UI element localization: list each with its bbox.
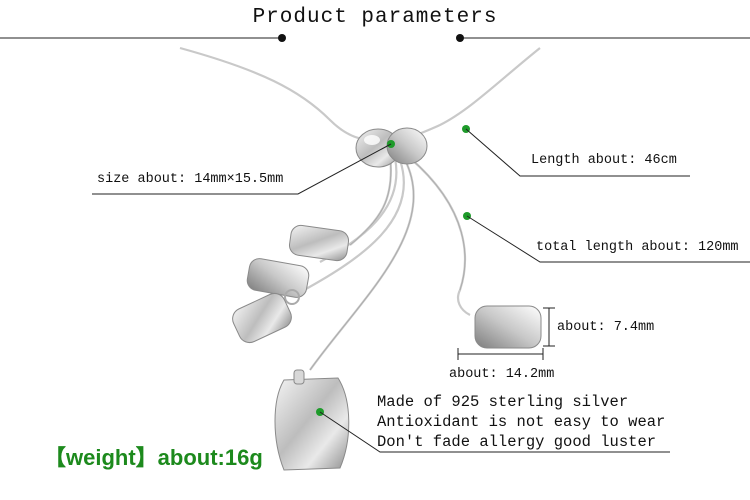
callout-lines xyxy=(92,128,750,453)
length-spec: Length about: 46cm xyxy=(531,153,677,168)
total-length-spec: total length about: 120mm xyxy=(536,240,739,255)
description-line: Antioxidant is not easy to wear xyxy=(377,413,666,431)
description-line: Don't fade allergy good luster xyxy=(377,433,657,451)
width-spec: about: 14.2mm xyxy=(449,367,555,382)
size-spec: size about: 14mm×15.5mm xyxy=(97,172,284,187)
page-title: Product parameters xyxy=(252,6,498,29)
title-divider xyxy=(0,34,750,42)
material-description: Made of 925 sterling silver Antioxidant … xyxy=(377,392,665,452)
slider-bead xyxy=(355,127,428,168)
height-spec: about: 7.4mm xyxy=(557,320,655,335)
pendant-charms xyxy=(232,224,542,471)
description-line: Made of 925 sterling silver xyxy=(377,393,629,411)
weight-badge: 【weight】about:16g xyxy=(44,445,263,470)
marker-dots xyxy=(316,125,471,416)
